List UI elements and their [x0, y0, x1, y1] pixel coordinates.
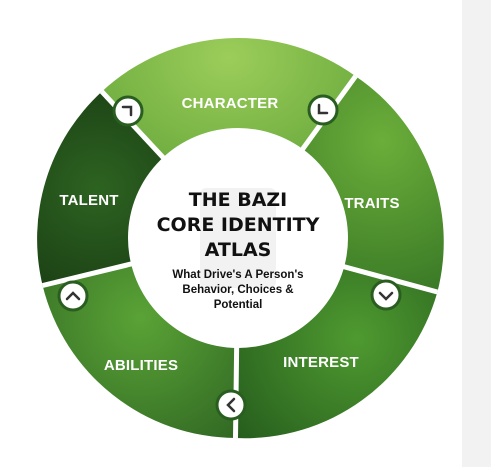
center-title-line-3: ATLAS: [205, 239, 272, 261]
segment-label-character: CHARACTER: [182, 95, 279, 112]
center-subtitle-line-1: What Drive's A Person's: [172, 269, 303, 281]
segment-label-traits: TRAITS: [344, 195, 399, 212]
chevron-badges: [57, 94, 402, 421]
chevron-icon: [57, 280, 89, 312]
watermark-glyph: [200, 188, 276, 288]
chevron-icon: [215, 389, 247, 421]
center-circle: [128, 128, 348, 348]
chevron-icon: [112, 95, 144, 127]
chevron-icon: [370, 279, 402, 311]
chevron-icon: [307, 94, 339, 126]
center-title-line-1: THE BAZI: [189, 189, 288, 211]
center-subtitle-line-2: Behavior, Choices &: [182, 284, 293, 296]
center-title-line-2: CORE IDENTITY: [157, 214, 320, 236]
segment-label-abilities: ABILITIES: [104, 357, 178, 374]
background-panel: [462, 0, 491, 467]
segment-label-talent: TALENT: [59, 192, 118, 209]
segment-label-interest: INTEREST: [283, 354, 359, 371]
center-subtitle-line-3: Potential: [214, 299, 263, 311]
